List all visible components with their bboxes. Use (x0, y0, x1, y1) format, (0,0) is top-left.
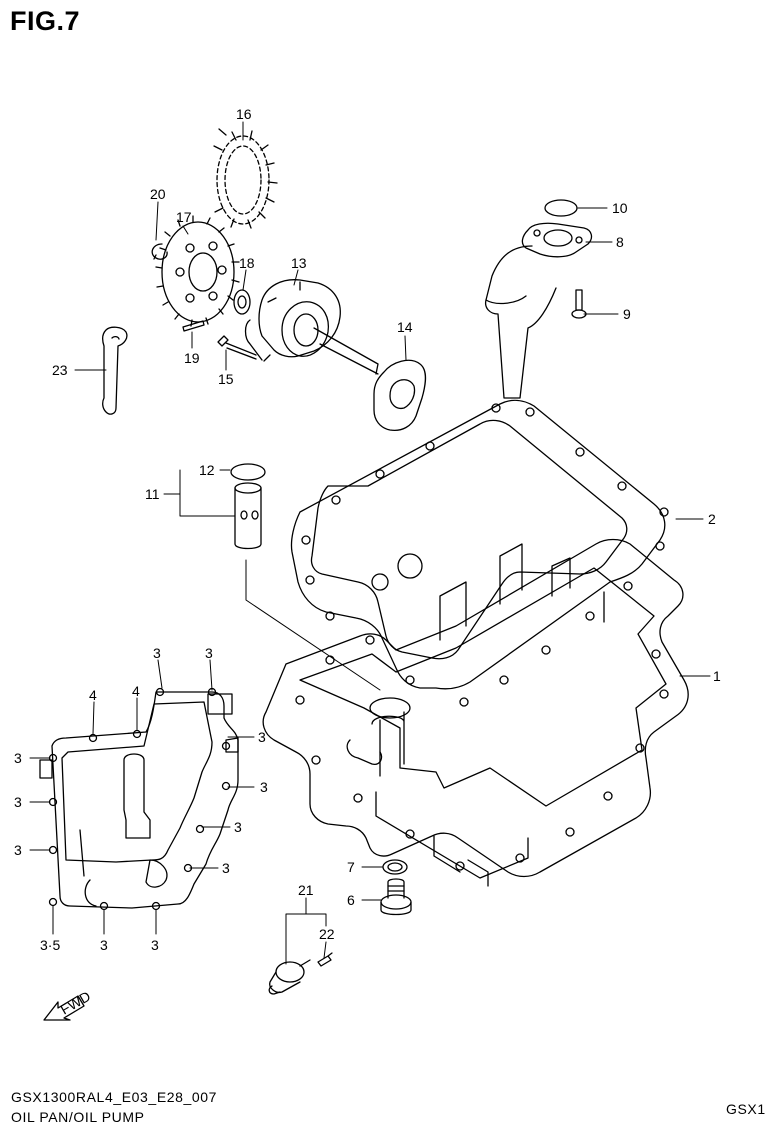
callout-16: 16 (236, 106, 252, 122)
figure-name: OIL PAN/OIL PUMP (11, 1109, 145, 1125)
callout-3: 3 (234, 819, 242, 835)
part-13-oil-pump (244, 279, 379, 375)
callout-3: 3 (222, 860, 230, 876)
part-7-gasket (382, 859, 408, 875)
part-6-drain-plug (380, 878, 412, 916)
callout-8: 8 (616, 234, 624, 250)
callout-7: 7 (347, 859, 355, 875)
fwd-direction-arrow (43, 995, 85, 1021)
callout-12: 12 (199, 462, 215, 478)
leader-lines (29, 121, 711, 965)
callout-14: 14 (397, 319, 413, 335)
callout-3: 3 (14, 750, 22, 766)
callout-3: 3 (205, 645, 213, 661)
callout-15: 15 (218, 371, 234, 387)
part-8-oil-strainer (484, 222, 593, 399)
part-14-gasket (373, 359, 427, 432)
callout-3: 3 (260, 779, 268, 795)
part-20-circlip (151, 243, 168, 260)
callout-23: 23 (52, 362, 68, 378)
callout-labels: 16 20 17 18 13 14 19 15 23 10 8 9 12 11 … (14, 106, 721, 953)
callout-21: 21 (298, 882, 314, 898)
part-2-oil-pan-gasket (290, 399, 669, 707)
callout-3: 3 (151, 937, 159, 953)
callout-3-5: 3·5 (40, 937, 60, 953)
callout-6: 6 (347, 892, 355, 908)
callout-3: 3 (100, 937, 108, 953)
oil-pan-cover-plate (39, 687, 239, 911)
fwd-label: FWD (58, 988, 94, 1018)
part-23-clip (102, 326, 128, 415)
part-22-screw (317, 952, 333, 967)
callout-10: 10 (612, 200, 628, 216)
callout-1: 1 (713, 668, 721, 684)
callout-3: 3 (14, 794, 22, 810)
callout-20: 20 (150, 186, 166, 202)
callout-22: 22 (319, 926, 335, 942)
part-17-driven-gear (155, 215, 240, 327)
figure-title: FIG.7 (10, 6, 81, 36)
callout-18: 18 (239, 255, 255, 271)
callout-11: 11 (145, 486, 160, 502)
callout-3: 3 (258, 729, 266, 745)
part-19-pin (182, 320, 205, 332)
callout-17: 17 (176, 209, 192, 225)
callout-9: 9 (623, 306, 631, 322)
part-1-oil-pan (262, 538, 689, 887)
callout-3: 3 (153, 645, 161, 661)
corner-model-text: GSX1 (726, 1101, 766, 1117)
callout-3: 3 (14, 842, 22, 858)
model-code: GSX1300RAL4_E03_E28_007 (11, 1089, 218, 1105)
callout-4: 4 (89, 687, 97, 703)
part-10-oring (544, 199, 578, 217)
part-15-bolt (217, 335, 257, 360)
part-21-pressure-switch (268, 959, 311, 995)
part-11-oil-pipe (230, 463, 266, 550)
callout-19: 19 (184, 350, 200, 366)
callout-13: 13 (291, 255, 307, 271)
callout-2: 2 (708, 511, 716, 527)
callout-4: 4 (132, 683, 140, 699)
part-18-washer (233, 289, 251, 315)
part-16-drive-gear (213, 128, 278, 229)
